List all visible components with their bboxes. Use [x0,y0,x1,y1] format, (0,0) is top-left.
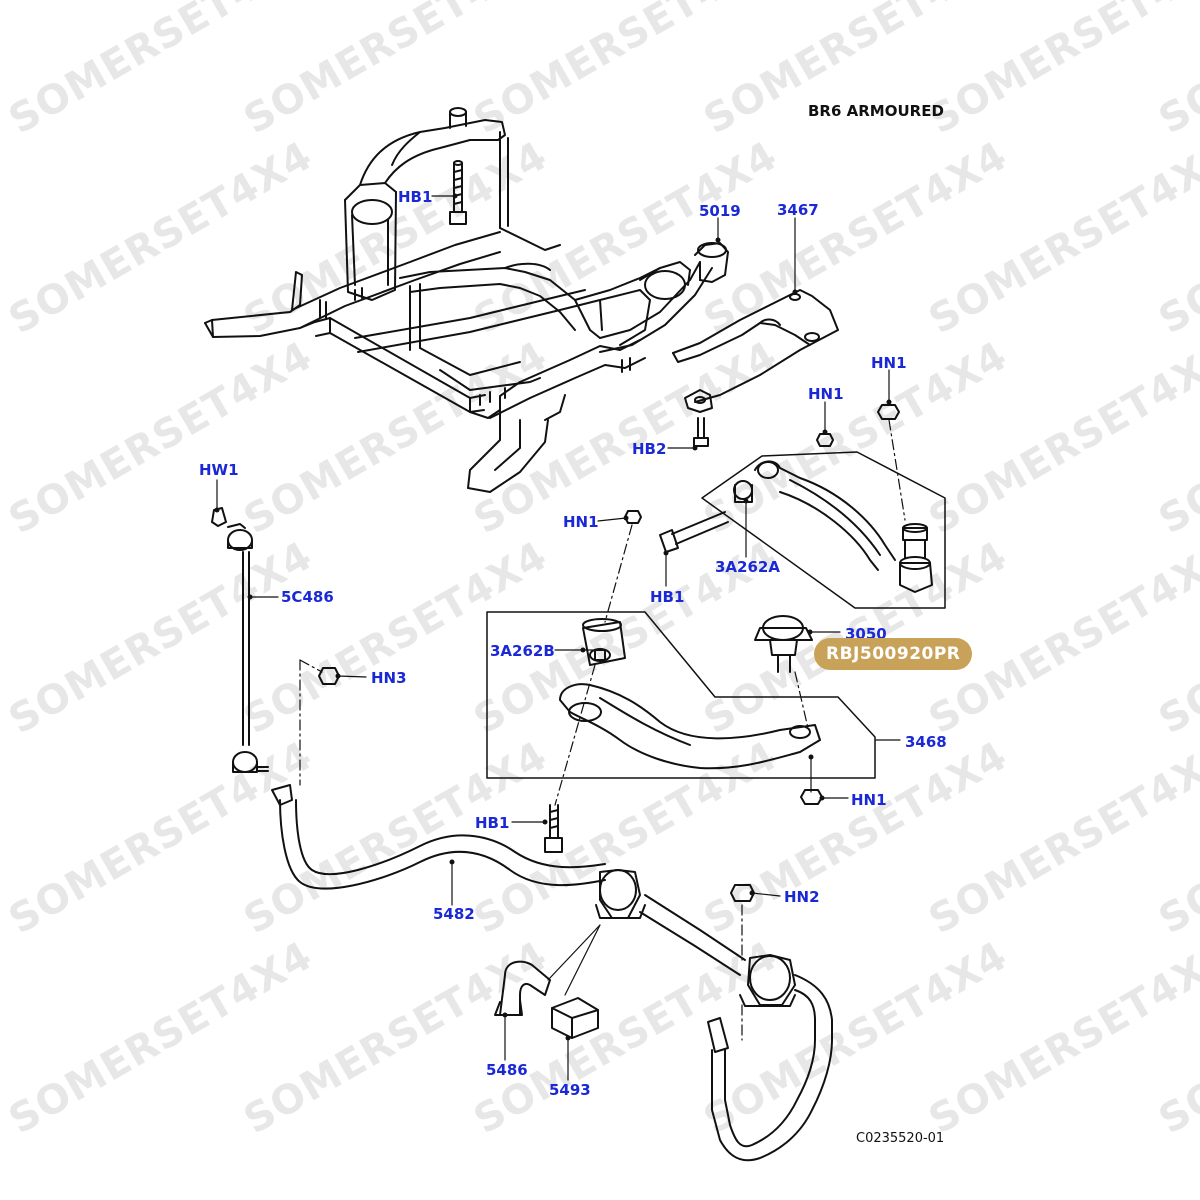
callout-hb2[interactable]: HB2 [632,440,667,458]
lower-arm-group [486,611,876,779]
bolt-hb2 [693,417,709,447]
callout-hn1-right[interactable]: HN1 [871,354,907,372]
callout-3468[interactable]: 3468 [905,733,947,751]
bolt-hb1-bottom [544,804,563,853]
callout-3467[interactable]: 3467 [777,201,819,219]
callout-5493[interactable]: 5493 [549,1081,591,1099]
callout-5486[interactable]: 5486 [486,1061,528,1079]
callout-5c486[interactable]: 5C486 [281,588,334,606]
callout-hw1[interactable]: HW1 [199,461,239,479]
leader-lines [216,195,901,1081]
nut-hn2 [730,884,755,902]
nut-hn1-mid [816,433,834,447]
callout-hn1-bottom[interactable]: HN1 [851,791,887,809]
leader-dots [214,193,892,1041]
bar-bushing-right [739,954,796,1007]
callout-3a262b[interactable]: 3A262B [490,642,555,660]
alignment-lines [299,419,906,1041]
callout-hb1-top[interactable]: HB1 [398,188,433,206]
drop-link [211,507,269,773]
subframe [204,107,729,493]
anti-roll-bar [271,784,833,1162]
callout-5482[interactable]: 5482 [433,905,475,923]
bolt-hb1-mid [659,511,729,553]
nut-hn1-bottom [800,789,823,805]
diagram-reference-code: C0235520-01 [856,1131,945,1146]
callout-hn1-mid[interactable]: HN1 [808,385,844,403]
callout-hn3[interactable]: HN3 [371,669,407,687]
part-number-badge[interactable]: RBJ500920PR [814,638,973,670]
callout-hn1-left[interactable]: HN1 [563,513,599,531]
upper-arm-group [701,451,946,609]
clamp-5486 [494,960,551,1016]
ball-joint-3050 [754,615,813,673]
bushing-5493 [551,997,599,1039]
nut-hn1-right [877,404,900,420]
callout-3a262a[interactable]: 3A262A [715,558,780,576]
callout-hb1-mid[interactable]: HB1 [650,588,685,606]
callout-5019[interactable]: 5019 [699,202,741,220]
diagram-heading: BR6 ARMOURED [808,102,944,120]
callout-hb1-bottom[interactable]: HB1 [475,814,510,832]
bar-bushing-left [595,869,646,919]
nut-hn3 [318,667,340,685]
bolt-hb1-top [449,160,467,225]
callout-hn2[interactable]: HN2 [784,888,820,906]
